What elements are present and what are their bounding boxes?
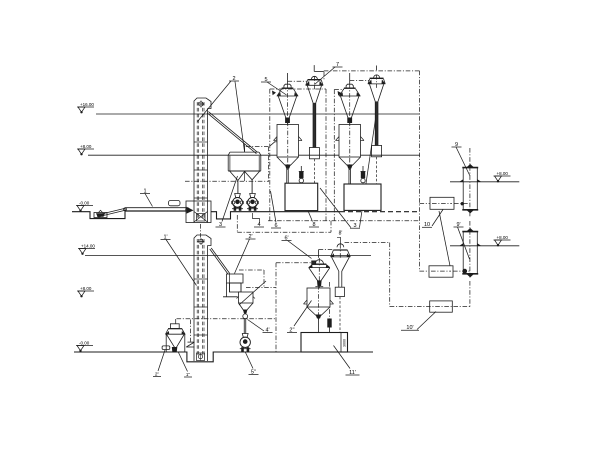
svg-text:5'': 5'' [251, 369, 256, 375]
svg-text:4: 4 [257, 222, 260, 228]
svg-text:3000: 3000 [343, 339, 347, 347]
svg-text:6: 6 [274, 223, 277, 229]
svg-text:9: 9 [455, 142, 458, 148]
svg-text:+14.00: +14.00 [81, 243, 95, 248]
svg-text:1: 1 [143, 188, 146, 194]
svg-text:6': 6' [284, 235, 288, 241]
svg-text:2'': 2'' [289, 327, 294, 333]
svg-text:2: 2 [232, 76, 235, 82]
svg-text:+8.00: +8.00 [80, 144, 92, 149]
svg-text:3: 3 [219, 222, 222, 228]
svg-text:2'': 2'' [155, 371, 159, 376]
svg-text:+8.00: +8.00 [497, 171, 509, 176]
svg-text:1': 1' [163, 234, 167, 240]
svg-text:+16.00: +16.00 [80, 102, 94, 107]
svg-text:9': 9' [456, 222, 460, 228]
svg-text:-0.00: -0.00 [79, 200, 90, 205]
svg-text:-0.00: -0.00 [79, 340, 90, 345]
svg-text:4': 4' [265, 327, 269, 333]
svg-text:8': 8' [339, 231, 343, 237]
svg-text:10': 10' [406, 325, 413, 331]
svg-text:10: 10 [424, 222, 430, 228]
svg-text:8: 8 [312, 222, 315, 228]
svg-text:+8.00: +8.00 [497, 235, 509, 240]
svg-text:7: 7 [336, 62, 339, 68]
svg-text:2': 2' [248, 234, 252, 240]
svg-text:11': 11' [349, 370, 356, 376]
svg-text:5: 5 [264, 77, 267, 83]
svg-text:+8.00: +8.00 [80, 286, 92, 291]
svg-text:3: 3 [353, 223, 356, 229]
svg-text:1'': 1'' [186, 372, 190, 377]
